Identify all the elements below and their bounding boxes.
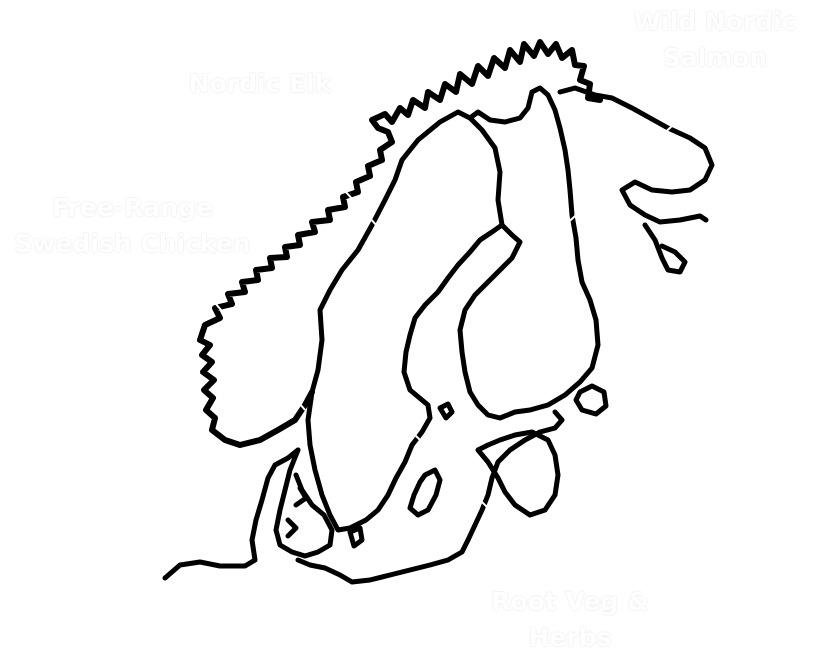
label-veg-line1: Root Veg & xyxy=(491,587,649,616)
kola-peninsula-outline xyxy=(557,85,715,275)
label-nordic-elk: Nordic Elk xyxy=(175,66,345,102)
aland-outline xyxy=(437,401,455,421)
leader-line-chicken xyxy=(199,284,306,411)
leader-line-veg xyxy=(384,404,541,561)
label-root-veg-herbs: Root Veg & Herbs xyxy=(480,584,660,656)
baltic-states-outline xyxy=(475,429,561,518)
denmark-outline xyxy=(273,447,335,559)
leader-line-elk xyxy=(274,114,391,241)
label-salmon-line2: Salmon xyxy=(662,43,768,72)
saaremaa-outline xyxy=(573,383,609,417)
label-wild-nordic-salmon: Wild Nordic Salmon xyxy=(625,4,805,76)
baltic-coast-outline xyxy=(162,409,565,585)
label-elk-line1: Nordic Elk xyxy=(188,69,332,98)
sweden-outline xyxy=(305,109,505,533)
finland-outline xyxy=(457,85,601,421)
label-chicken-line2: Swedish Chicken xyxy=(14,229,251,258)
norway-outline xyxy=(197,39,603,448)
gotland-outline xyxy=(407,467,443,518)
label-veg-line2: Herbs xyxy=(528,623,612,652)
leader-line-salmon xyxy=(559,99,701,231)
label-chicken-line1: Free-Range xyxy=(52,193,213,222)
label-free-range-swedish-chicken: Free-Range Swedish Chicken xyxy=(0,190,265,262)
oland-outline xyxy=(347,525,365,549)
label-salmon-line1: Wild Nordic xyxy=(633,7,797,36)
